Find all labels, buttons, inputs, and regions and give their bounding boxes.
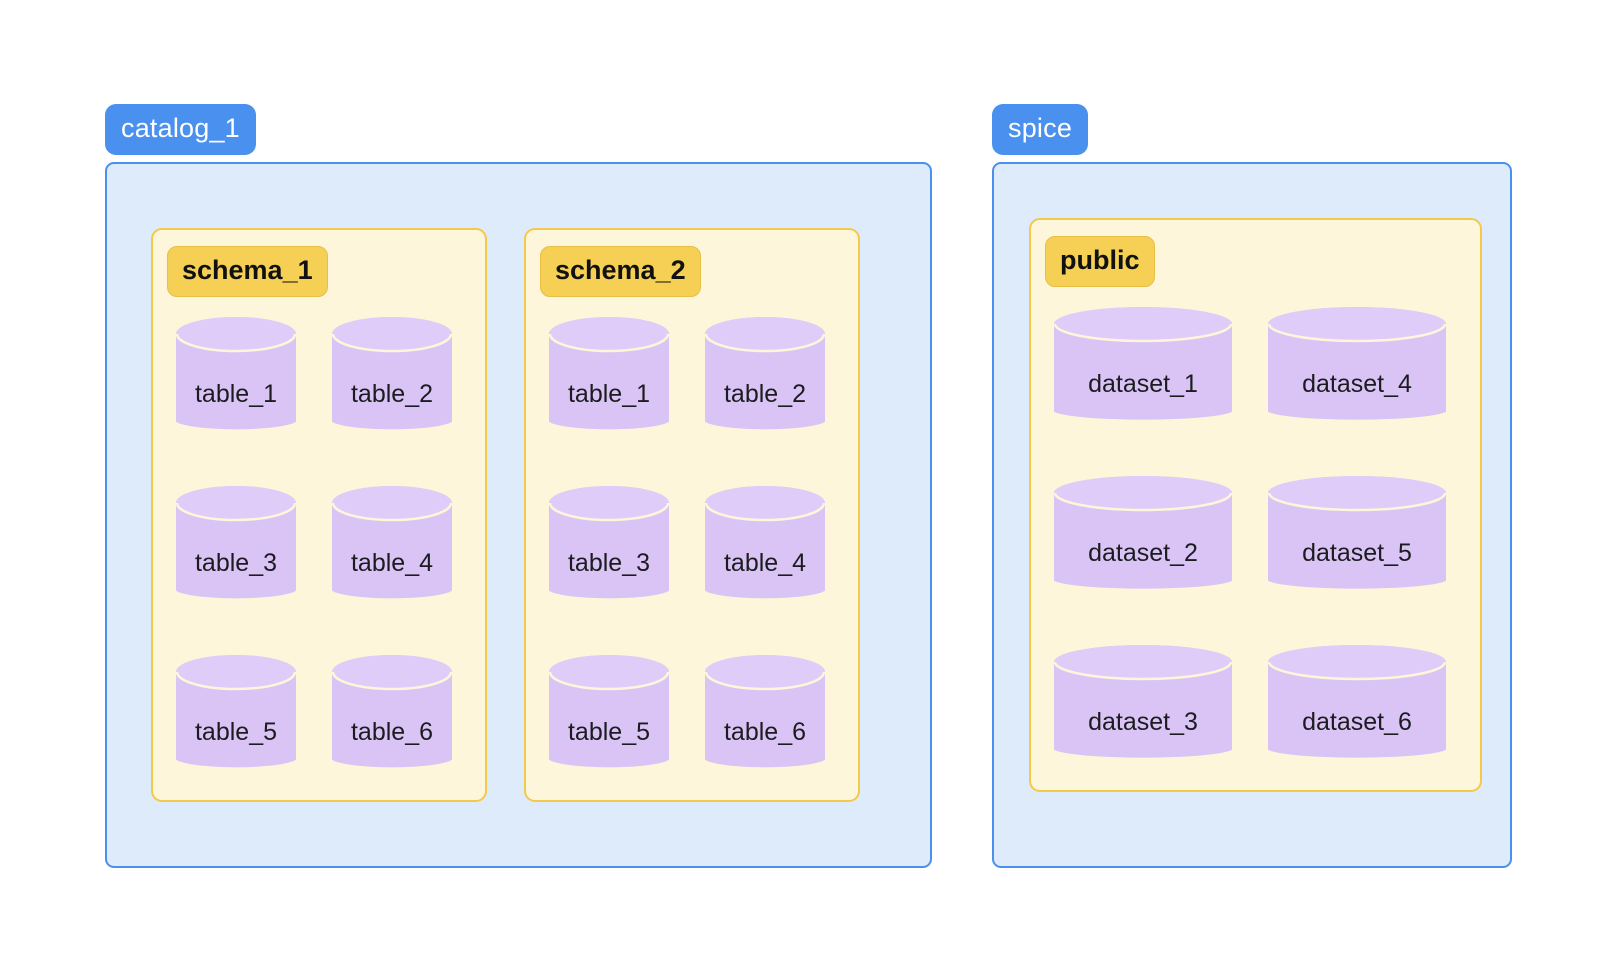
table-label: table_3: [194, 549, 278, 577]
dataset-label: dataset_4: [1302, 370, 1412, 398]
table-label: table_4: [723, 549, 807, 577]
table-cylinder[interactable]: table_2: [331, 316, 453, 433]
dataset-label: dataset_3: [1088, 708, 1198, 736]
database-cylinder-icon: [331, 654, 453, 771]
database-cylinder-icon: [548, 316, 670, 433]
table-cylinder[interactable]: table_1: [548, 316, 670, 433]
dataset-label: dataset_1: [1088, 370, 1198, 398]
table-label: table_2: [350, 380, 434, 408]
database-cylinder-icon: [704, 654, 826, 771]
table-cylinder[interactable]: table_3: [548, 485, 670, 602]
dataset-label: dataset_6: [1302, 708, 1412, 736]
database-cylinder-icon: [548, 654, 670, 771]
dataset-cylinder[interactable]: dataset_3: [1053, 644, 1233, 761]
database-cylinder-icon: [1053, 644, 1233, 761]
database-cylinder-icon: [175, 485, 297, 602]
database-cylinder-icon: [1267, 306, 1447, 423]
dataset-label: dataset_5: [1302, 539, 1412, 567]
group-badge-spice[interactable]: spice: [992, 104, 1089, 155]
table-label: table_5: [567, 718, 651, 746]
table-label: table_5: [194, 718, 278, 746]
database-cylinder-icon: [1267, 475, 1447, 592]
table-label: table_1: [194, 380, 278, 408]
dataset-cylinder[interactable]: dataset_4: [1267, 306, 1447, 423]
table-label: table_6: [723, 718, 807, 746]
table-cylinder[interactable]: table_2: [704, 316, 826, 433]
table-cylinder[interactable]: table_4: [331, 485, 453, 602]
table-cylinder[interactable]: table_3: [175, 485, 297, 602]
database-cylinder-icon: [331, 316, 453, 433]
table-cylinder[interactable]: table_5: [175, 654, 297, 771]
table-cylinder[interactable]: table_5: [548, 654, 670, 771]
database-cylinder-icon: [704, 485, 826, 602]
dataset-label: dataset_2: [1088, 539, 1198, 567]
dataset-cylinder[interactable]: dataset_1: [1053, 306, 1233, 423]
database-cylinder-icon: [704, 316, 826, 433]
database-cylinder-icon: [548, 485, 670, 602]
table-label: table_3: [567, 549, 651, 577]
database-cylinder-icon: [1267, 644, 1447, 761]
schema-badge-schema-2[interactable]: schema_2: [540, 246, 701, 297]
database-cylinder-icon: [175, 316, 297, 433]
schema-badge-public[interactable]: public: [1045, 236, 1155, 287]
group-badge-catalog-1[interactable]: catalog_1: [105, 104, 256, 155]
database-cylinder-icon: [331, 485, 453, 602]
database-cylinder-icon: [1053, 306, 1233, 423]
table-label: table_1: [567, 380, 651, 408]
table-label: table_2: [723, 380, 807, 408]
table-cylinder[interactable]: table_4: [704, 485, 826, 602]
dataset-cylinder[interactable]: dataset_5: [1267, 475, 1447, 592]
table-label: table_4: [350, 549, 434, 577]
database-cylinder-icon: [1053, 475, 1233, 592]
table-cylinder[interactable]: table_6: [331, 654, 453, 771]
schema-badge-schema-1[interactable]: schema_1: [167, 246, 328, 297]
table-cylinder[interactable]: table_1: [175, 316, 297, 433]
table-cylinder[interactable]: table_6: [704, 654, 826, 771]
table-label: table_6: [350, 718, 434, 746]
dataset-cylinder[interactable]: dataset_6: [1267, 644, 1447, 761]
dataset-cylinder[interactable]: dataset_2: [1053, 475, 1233, 592]
database-cylinder-icon: [175, 654, 297, 771]
